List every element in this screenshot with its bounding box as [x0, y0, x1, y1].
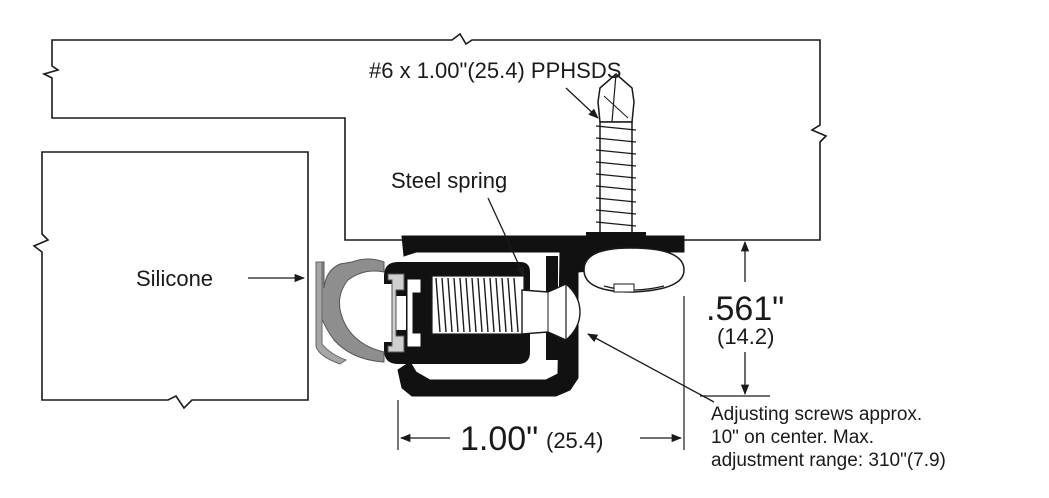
silicone-flap	[315, 261, 348, 365]
steel-spring	[431, 275, 525, 335]
screw-leader	[565, 87, 599, 119]
silicone-bulb	[315, 258, 385, 363]
door-panel	[32, 151, 309, 410]
silicone-label: Silicone	[136, 266, 213, 291]
pan-head-screw	[583, 247, 685, 293]
screw-label: #6 x 1.00"(25.4) PPHSDS	[369, 58, 621, 83]
width-inch-label: 1.00"	[460, 420, 538, 458]
spring-leader	[487, 197, 525, 277]
height-mm-label: (14.2)	[717, 324, 774, 349]
adjust-note-line2: 10" on center. Max.	[711, 427, 874, 448]
adjust-note-line3: adjustment range: 310"(7.9)	[711, 450, 946, 471]
width-mm-label: (25.4)	[546, 428, 603, 453]
height-inch-label: .561"	[706, 290, 784, 328]
carrier-channel	[407, 279, 421, 347]
adjusting-screw-head	[521, 283, 581, 341]
seal-insert	[387, 273, 405, 353]
self-drilling-screw	[586, 73, 646, 238]
adjust-leader	[587, 333, 715, 403]
spring-label: Steel spring	[391, 168, 507, 193]
adjust-note-line1: Adjusting screws approx.	[711, 404, 922, 425]
